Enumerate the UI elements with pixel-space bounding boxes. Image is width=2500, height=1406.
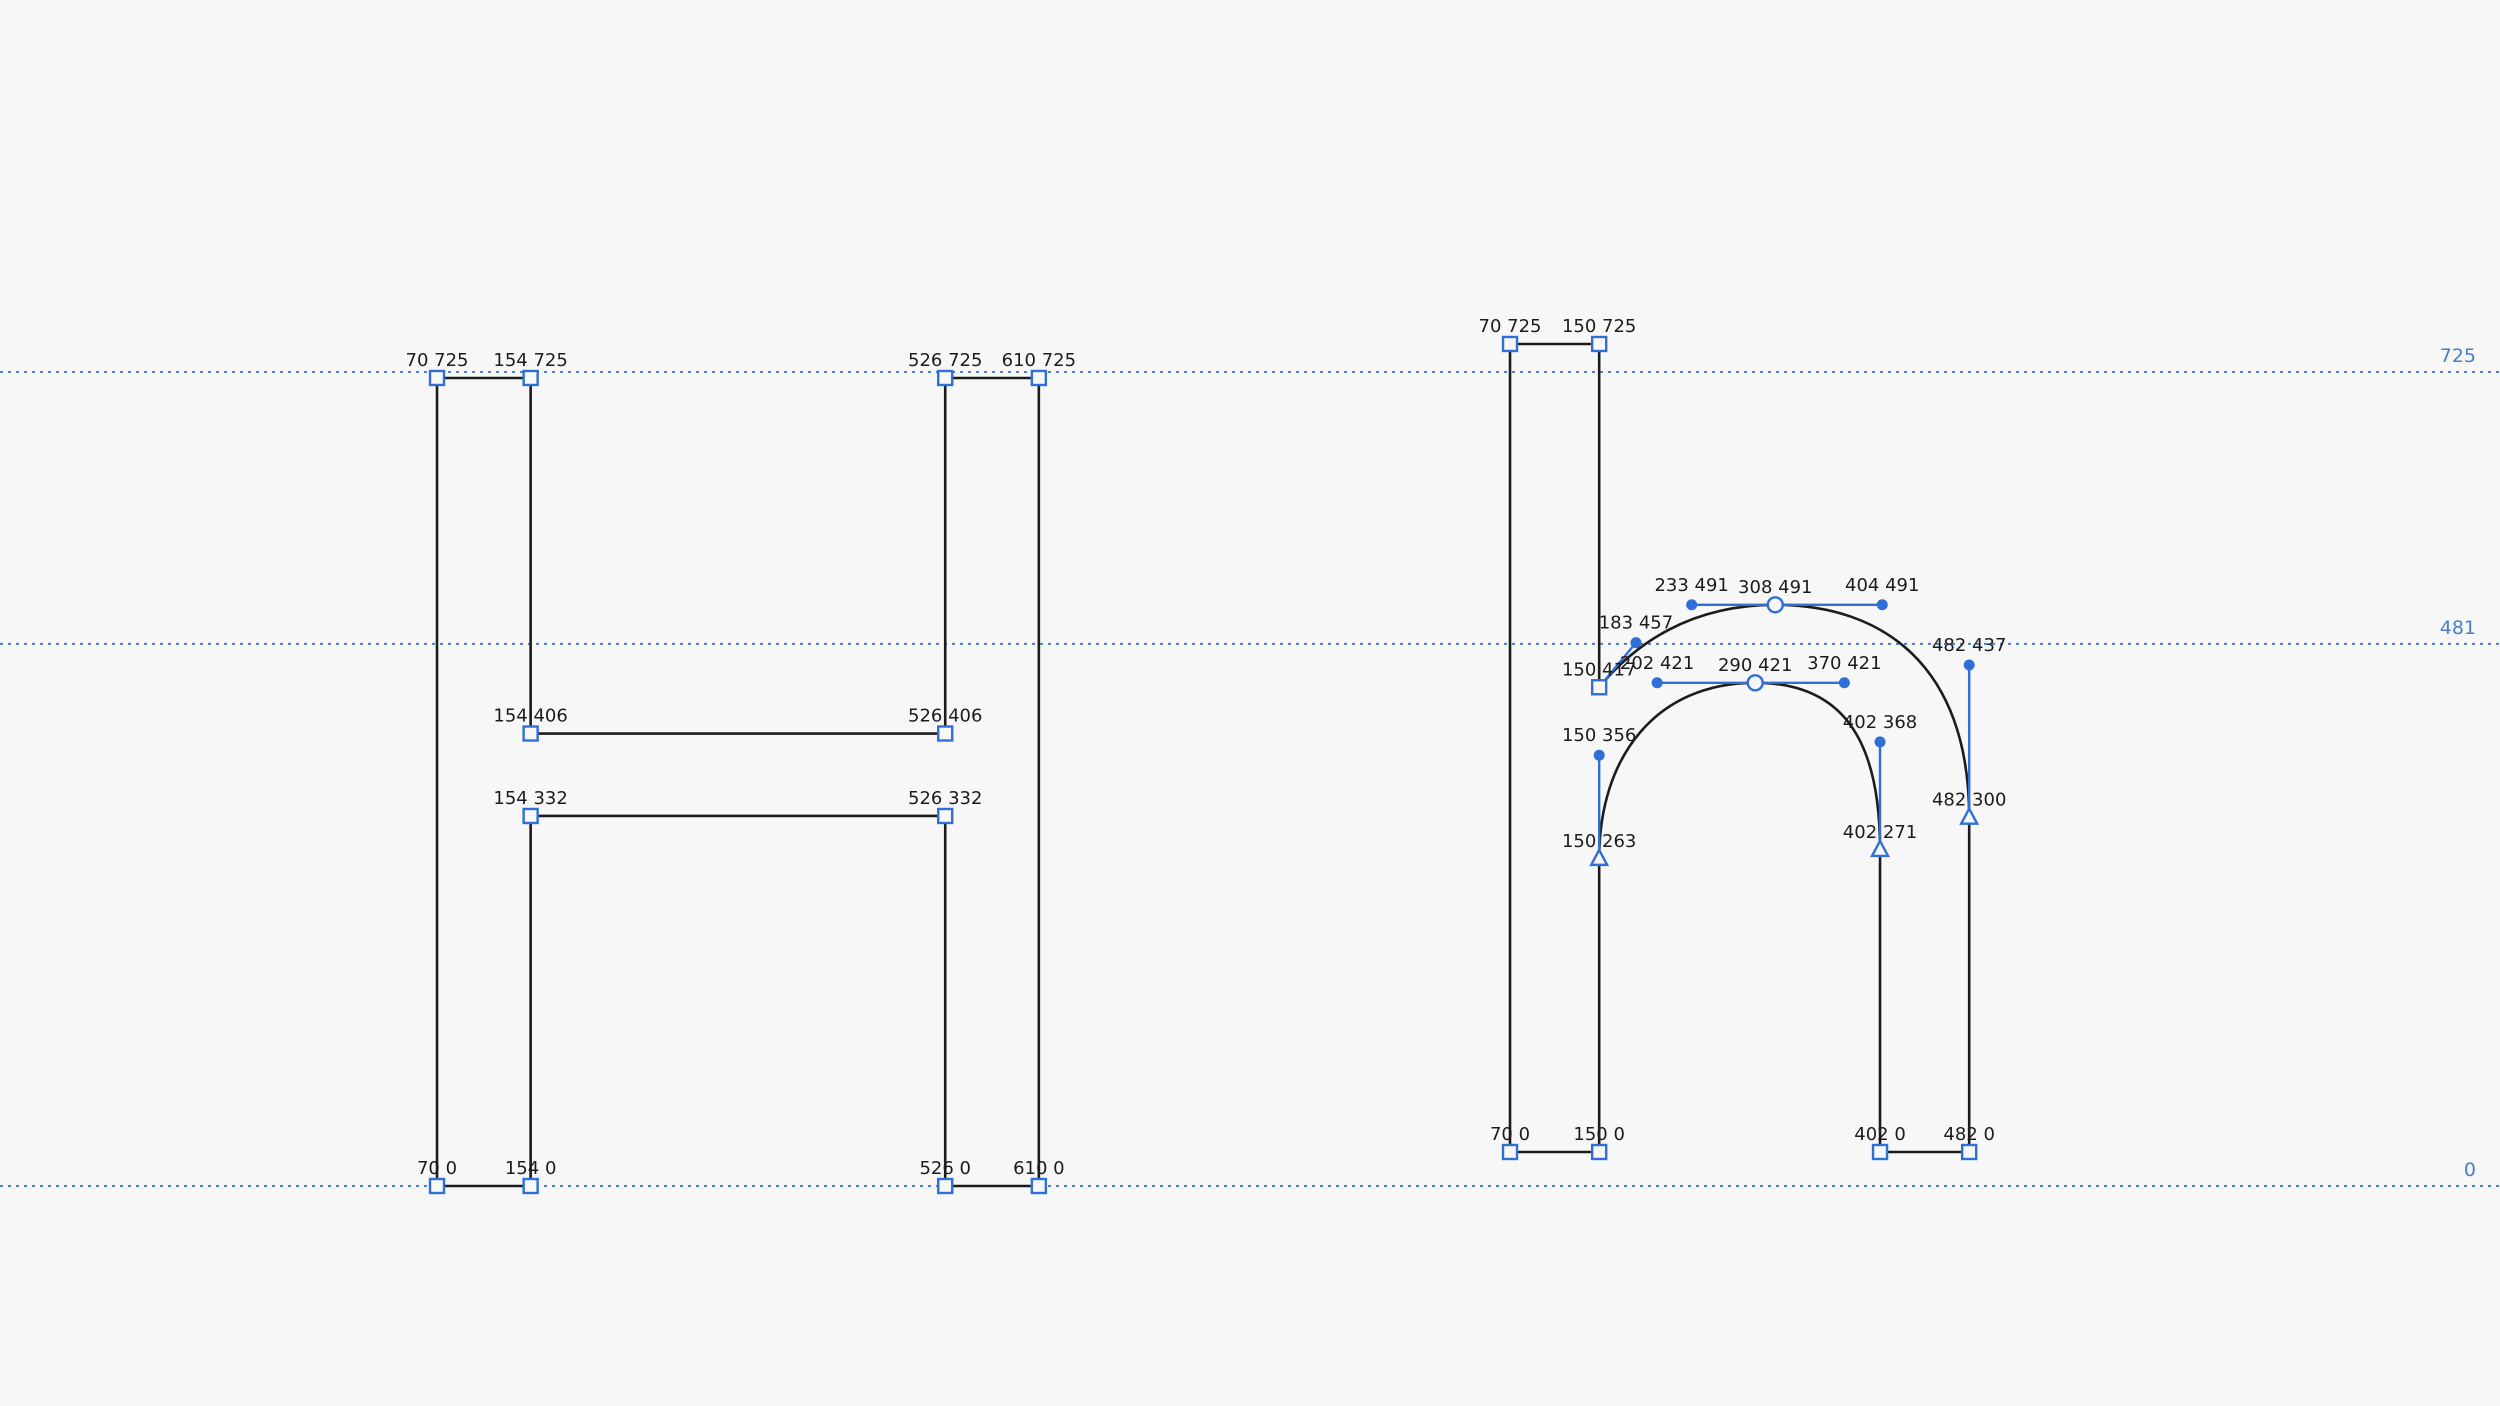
- node-coordinate-label: 70 0: [1490, 1124, 1530, 1145]
- corner-node[interactable]: [1030, 1177, 1048, 1195]
- handle-coordinate-label: 370 421: [1807, 653, 1881, 674]
- corner-node[interactable]: [937, 1177, 954, 1195]
- node-coordinate-label: 150 725: [1562, 316, 1636, 337]
- guides-layer: 725 481 0: [0, 345, 2500, 1187]
- guide-label-baseline: 0: [2464, 1159, 2476, 1181]
- tangent-node[interactable]: [1589, 847, 1610, 867]
- node-coordinate-label: 526 725: [908, 350, 982, 371]
- node-coordinate-label: 610 0: [1013, 1158, 1065, 1179]
- corner-node[interactable]: [1871, 1143, 1889, 1161]
- corner-node[interactable]: [1030, 369, 1048, 387]
- node-coordinate-label: 154 0: [505, 1158, 557, 1179]
- corner-node[interactable]: [1501, 335, 1519, 353]
- control-handle[interactable]: [1686, 599, 1698, 611]
- node-coordinate-label: 290 421: [1718, 655, 1792, 676]
- handle-coordinate-label: 150 356: [1562, 725, 1636, 746]
- corner-node[interactable]: [428, 369, 446, 387]
- guide-label-cap-height: 725: [2440, 345, 2476, 367]
- node-coordinate-label: 154 406: [493, 706, 567, 727]
- node-coordinate-label: 610 725: [1002, 350, 1076, 371]
- control-handle[interactable]: [1838, 677, 1850, 689]
- corner-node[interactable]: [1960, 1143, 1978, 1161]
- corner-node[interactable]: [1501, 1143, 1519, 1161]
- control-handle[interactable]: [1630, 637, 1642, 649]
- node-coordinate-label: 402 271: [1843, 822, 1917, 843]
- node-coordinate-label: 154 725: [493, 350, 567, 371]
- guide-label-x-height: 481: [2440, 617, 2476, 639]
- corner-node[interactable]: [428, 1177, 446, 1195]
- corner-node[interactable]: [1590, 679, 1608, 696]
- corner-node[interactable]: [937, 369, 954, 387]
- corner-node[interactable]: [522, 369, 539, 387]
- tangent-node[interactable]: [1959, 806, 1980, 825]
- glyph-h[interactable]: 183 457 233 491 404 491 482 437 202 421 370 4…: [1479, 316, 2007, 1161]
- corner-node[interactable]: [522, 1177, 539, 1195]
- corner-node[interactable]: [1590, 335, 1608, 353]
- control-handle[interactable]: [1593, 749, 1605, 761]
- corner-node[interactable]: [937, 807, 954, 825]
- smooth-node[interactable]: [1766, 596, 1784, 614]
- handle-coordinate-label: 402 368: [1843, 712, 1917, 733]
- node-coordinate-label: 402 0: [1854, 1124, 1906, 1145]
- node-coordinate-label: 308 491: [1738, 577, 1812, 598]
- tangent-node[interactable]: [1870, 838, 1891, 858]
- control-handle[interactable]: [1963, 659, 1975, 671]
- handle-coordinate-label: 233 491: [1654, 575, 1728, 596]
- node-coordinate-label: 150 0: [1573, 1124, 1625, 1145]
- node-coordinate-label: 150 417: [1562, 659, 1636, 680]
- control-handle[interactable]: [1874, 736, 1886, 748]
- corner-node[interactable]: [522, 807, 539, 825]
- glyph-h-outline-0[interactable]: [1508, 342, 1971, 1154]
- node-coordinate-label: 70 725: [1479, 316, 1542, 337]
- corner-node[interactable]: [937, 725, 954, 742]
- node-coordinate-label: 526 0: [919, 1158, 971, 1179]
- corner-node[interactable]: [522, 725, 539, 742]
- node-coordinate-label: 70 725: [406, 350, 469, 371]
- smooth-node[interactable]: [1746, 674, 1764, 692]
- node-coordinate-label: 526 406: [908, 706, 982, 727]
- node-coordinate-label: 150 263: [1562, 831, 1636, 852]
- node-coordinate-label: 482 300: [1932, 790, 2006, 811]
- control-handle[interactable]: [1651, 677, 1663, 689]
- handle-coordinate-label: 183 457: [1599, 613, 1673, 634]
- handle-coordinate-label: 482 437: [1932, 635, 2006, 656]
- glyph-H[interactable]: 70 725 154 725 526 725 610 725 154 406 526 40…: [406, 350, 1077, 1195]
- glyph-H-outline-0[interactable]: [435, 376, 1041, 1188]
- node-coordinate-label: 482 0: [1943, 1124, 1995, 1145]
- node-coordinate-label: 70 0: [417, 1158, 457, 1179]
- control-handle[interactable]: [1876, 599, 1888, 611]
- handle-coordinate-label: 202 421: [1620, 653, 1694, 674]
- handle-coordinate-label: 404 491: [1845, 575, 1919, 596]
- node-coordinate-label: 526 332: [908, 788, 982, 809]
- node-coordinate-label: 154 332: [493, 788, 567, 809]
- corner-node[interactable]: [1590, 1143, 1608, 1161]
